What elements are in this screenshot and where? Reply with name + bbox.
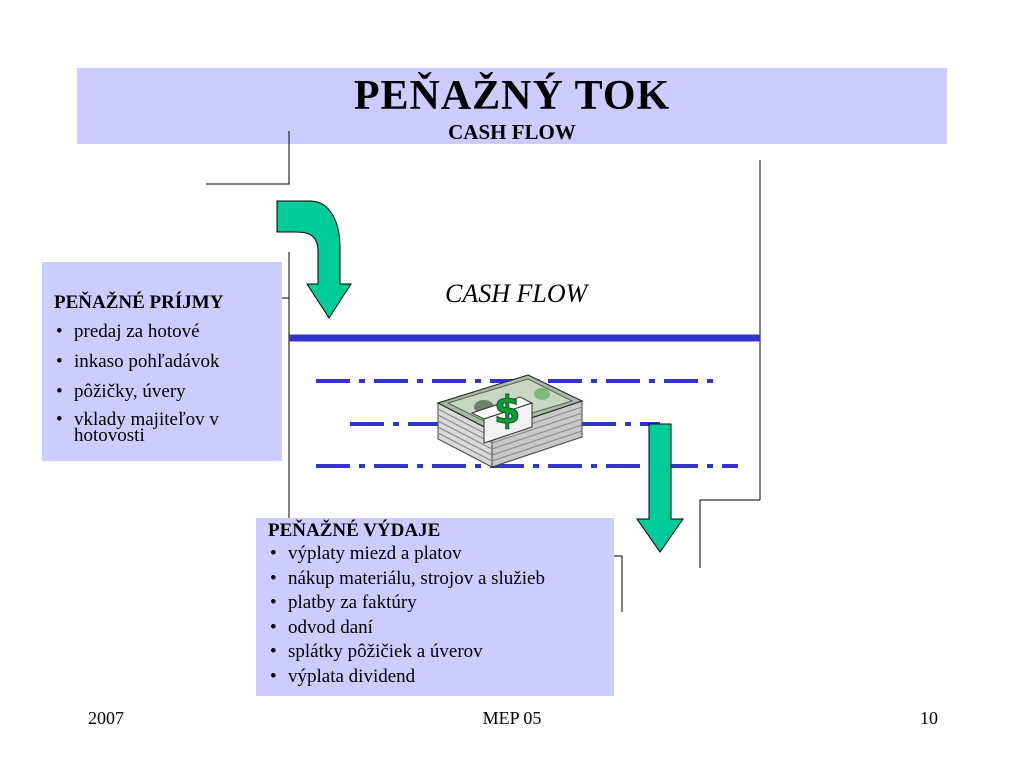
container-outline: [206, 131, 761, 612]
title-band: PEŇAŽNÝ TOK CASH FLOW: [77, 68, 947, 144]
outflow-arrow-icon: [636, 423, 684, 553]
bill-stack-lines: [437, 406, 583, 462]
list-item: pôžičky, úvery: [54, 382, 282, 401]
income-list: predaj za hotové inkaso pohľadávok pôžič…: [54, 322, 282, 445]
expense-box: PEŇAŽNÉ VÝDAJE výplaty miezd a platov ná…: [256, 518, 614, 696]
money-band-front: [483, 402, 533, 444]
outline-left-top: [206, 131, 290, 185]
expense-title: PEŇAŽNÉ VÝDAJE: [268, 520, 441, 541]
list-item: predaj za hotové: [54, 322, 282, 341]
list-item: odvod daní: [268, 617, 614, 638]
income-title: PEŇAŽNÉ PRÍJMY: [54, 292, 224, 313]
page-subtitle: CASH FLOW: [448, 120, 576, 144]
dollar-bills-icon: $: [436, 374, 584, 468]
list-item: splátky pôžičiek a úverov: [268, 642, 614, 663]
flow-label: CASH FLOW: [445, 279, 588, 308]
list-item: inkaso pohľadávok: [54, 352, 282, 371]
footer-page-number: 10: [920, 708, 938, 728]
income-box: PEŇAŽNÉ PRÍJMY predaj za hotové inkaso p…: [42, 262, 282, 461]
footer-course: MEP 05: [482, 708, 542, 728]
list-item: nákup materiálu, strojov a služieb: [268, 568, 614, 589]
bill-seal-right: [534, 388, 550, 400]
list-item: výplaty miezd a platov: [268, 544, 614, 565]
outline-expense-bracket: [614, 555, 623, 612]
expense-list: výplaty miezd a platov nákup materiálu, …: [268, 544, 614, 687]
list-item: platby za faktúry: [268, 593, 614, 614]
page-title: PEŇAŽNÝ TOK: [353, 73, 671, 119]
dollar-sign-glyph: $: [494, 388, 520, 432]
inflow-arrow-icon: [276, 200, 352, 319]
list-item: vklady majiteľov v hotovosti: [54, 410, 282, 445]
footer-year: 2007: [88, 708, 124, 728]
list-item: výplata dividend: [268, 666, 614, 687]
outline-right-step: [699, 499, 760, 568]
